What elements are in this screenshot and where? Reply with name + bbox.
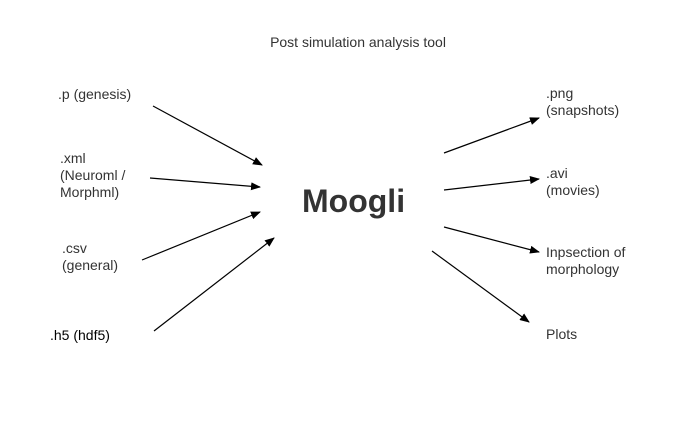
center-label: Moogli [302, 183, 406, 219]
input-label-csv: .csv (general) [62, 240, 119, 273]
output-label-avi: .avi (movies) [546, 165, 600, 198]
input-label-xml: .xml (Neuroml / Morphml) [60, 150, 126, 200]
input-arrow-hdf5 [153, 237, 275, 332]
output-label-png: .png (snapshots) [546, 85, 620, 118]
output-arrow-morphology [443, 226, 540, 254]
input-arrow-xml [149, 177, 261, 191]
output-label-morphology: Inpsection of morphology [546, 244, 626, 277]
output-label-plots: Plots [546, 326, 578, 342]
output-arrow-plots [431, 250, 530, 323]
output-arrow-avi [443, 176, 540, 191]
input-label-hdf5: .h5 (hdf5) [50, 327, 110, 343]
input-arrow-genesis [152, 105, 263, 166]
page-title: Post simulation analysis tool [270, 34, 446, 50]
input-arrow-csv [141, 211, 261, 261]
output-arrow-png [443, 117, 540, 154]
input-label-genesis: .p (genesis) [58, 86, 132, 102]
